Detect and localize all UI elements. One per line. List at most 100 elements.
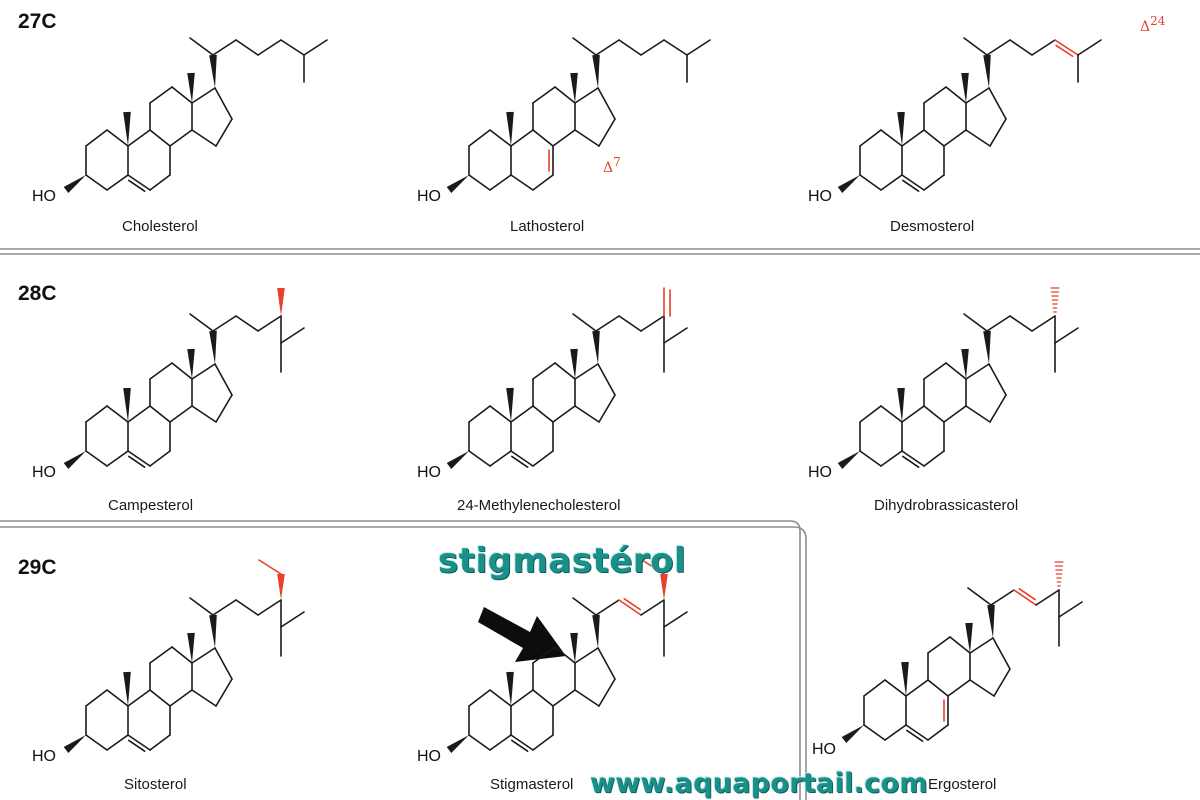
ring-bond [85,689,108,707]
bond [663,327,688,344]
ring-bond [532,86,556,104]
ring-bond [171,646,193,664]
side-chain-bond [212,315,237,332]
bond [303,39,328,56]
methyl-wedge [901,661,909,696]
double-bond-c5-c6 [511,739,529,753]
ring-bond [988,87,1007,120]
ring-bond [468,405,491,423]
pointer-arrow-shape [478,607,566,662]
ring-bond [965,405,991,423]
ring-bond [127,450,151,467]
ring-bond [149,689,171,707]
ring-bond [993,668,1011,697]
ring-bond [191,405,217,423]
side-chain-bond [963,37,988,56]
ring-bond [923,450,945,467]
ring-bond [106,174,129,191]
ring-bond [989,118,1007,147]
hydroxyl-wedge [446,451,469,470]
ring-bond [901,450,925,467]
side-chain-wedge [983,54,991,88]
ring-bond [927,679,949,697]
ring-bond [85,450,108,467]
ring-bond [106,734,129,751]
bond [663,611,688,628]
stigmasterol-highlight-banner: stigmastérol [438,541,687,581]
ring-bond [489,129,512,147]
ring-bond [149,362,173,380]
ring-bond [468,734,491,751]
side-chain-bond [212,599,237,616]
ring-bond [598,394,616,423]
hydroxyl-label: HO [417,464,441,481]
ring-bond [552,689,576,707]
ring-bond [923,405,945,423]
ring-bond [552,405,576,423]
double-bond-c24-highlight [1055,44,1074,58]
double-bond-c5-c6 [511,455,529,469]
side-chain-bond [1035,589,1060,606]
methyl-wedge [897,111,905,146]
side-chain-bond [1013,589,1037,606]
molecule-name-dihydrobrassicasterol: Dihydrobrassicasterol [874,497,1019,514]
hydroxyl-wedge [841,725,864,744]
side-chain-wedge [592,54,600,88]
ring-bond [171,86,193,104]
ring-bond [598,118,616,147]
ring-bond [191,689,217,707]
ring-bond [532,405,554,423]
ring-bond [969,637,994,654]
ring-bond [85,129,108,147]
ring-bond [901,129,925,147]
ring-bond [992,637,1011,670]
delta-position: 7 [613,155,621,169]
side-chain-wedge [592,330,600,364]
side-chain-bond [618,315,642,332]
ring-bond [191,87,216,104]
ring-bond [106,450,129,467]
hydroxyl-wedge [446,735,469,754]
side-chain-bond [967,587,992,606]
ring-bond [171,362,193,380]
ring-bond [468,689,491,707]
ring-bond [149,405,171,423]
ring-bond [106,689,129,707]
ring-bond [489,174,512,191]
side-chain-bond [986,315,1011,332]
ring-bond [215,394,233,423]
side-chain-bond [640,39,665,56]
methyl-wedge [187,348,195,379]
bond [280,327,305,344]
ring-bond [552,129,576,147]
side-chain-bond [257,315,282,332]
hydroxyl-wedge [837,451,860,470]
side-chain-bond [963,313,988,332]
hydroxyl-label: HO [32,188,56,205]
methyl-wedge [123,671,131,706]
side-chain-wedge [983,330,991,364]
ring-bond [597,87,616,120]
ring-bond [127,405,151,423]
bond [1054,39,1079,56]
double-bond-c22-highlight [623,597,641,611]
side-chain-bond [235,39,259,56]
methyl-wedge [506,671,514,706]
side-chain-wedge [209,330,217,364]
side-chain-bond [212,39,237,56]
side-chain-bond [189,37,214,56]
ring-bond [510,405,534,423]
hydroxyl-label: HO [808,188,832,205]
group-label-28c: 28C [18,282,57,305]
side-chain-bond [257,599,282,616]
ring-bond [863,724,886,741]
ring-bond [947,679,971,697]
bond [1058,601,1083,618]
side-chain-bond [986,39,1011,56]
ring-bond [905,724,929,741]
side-chain-bond [618,599,642,616]
ring-bond [574,363,599,380]
ring-bond [574,87,599,104]
ring-bond [468,129,491,147]
